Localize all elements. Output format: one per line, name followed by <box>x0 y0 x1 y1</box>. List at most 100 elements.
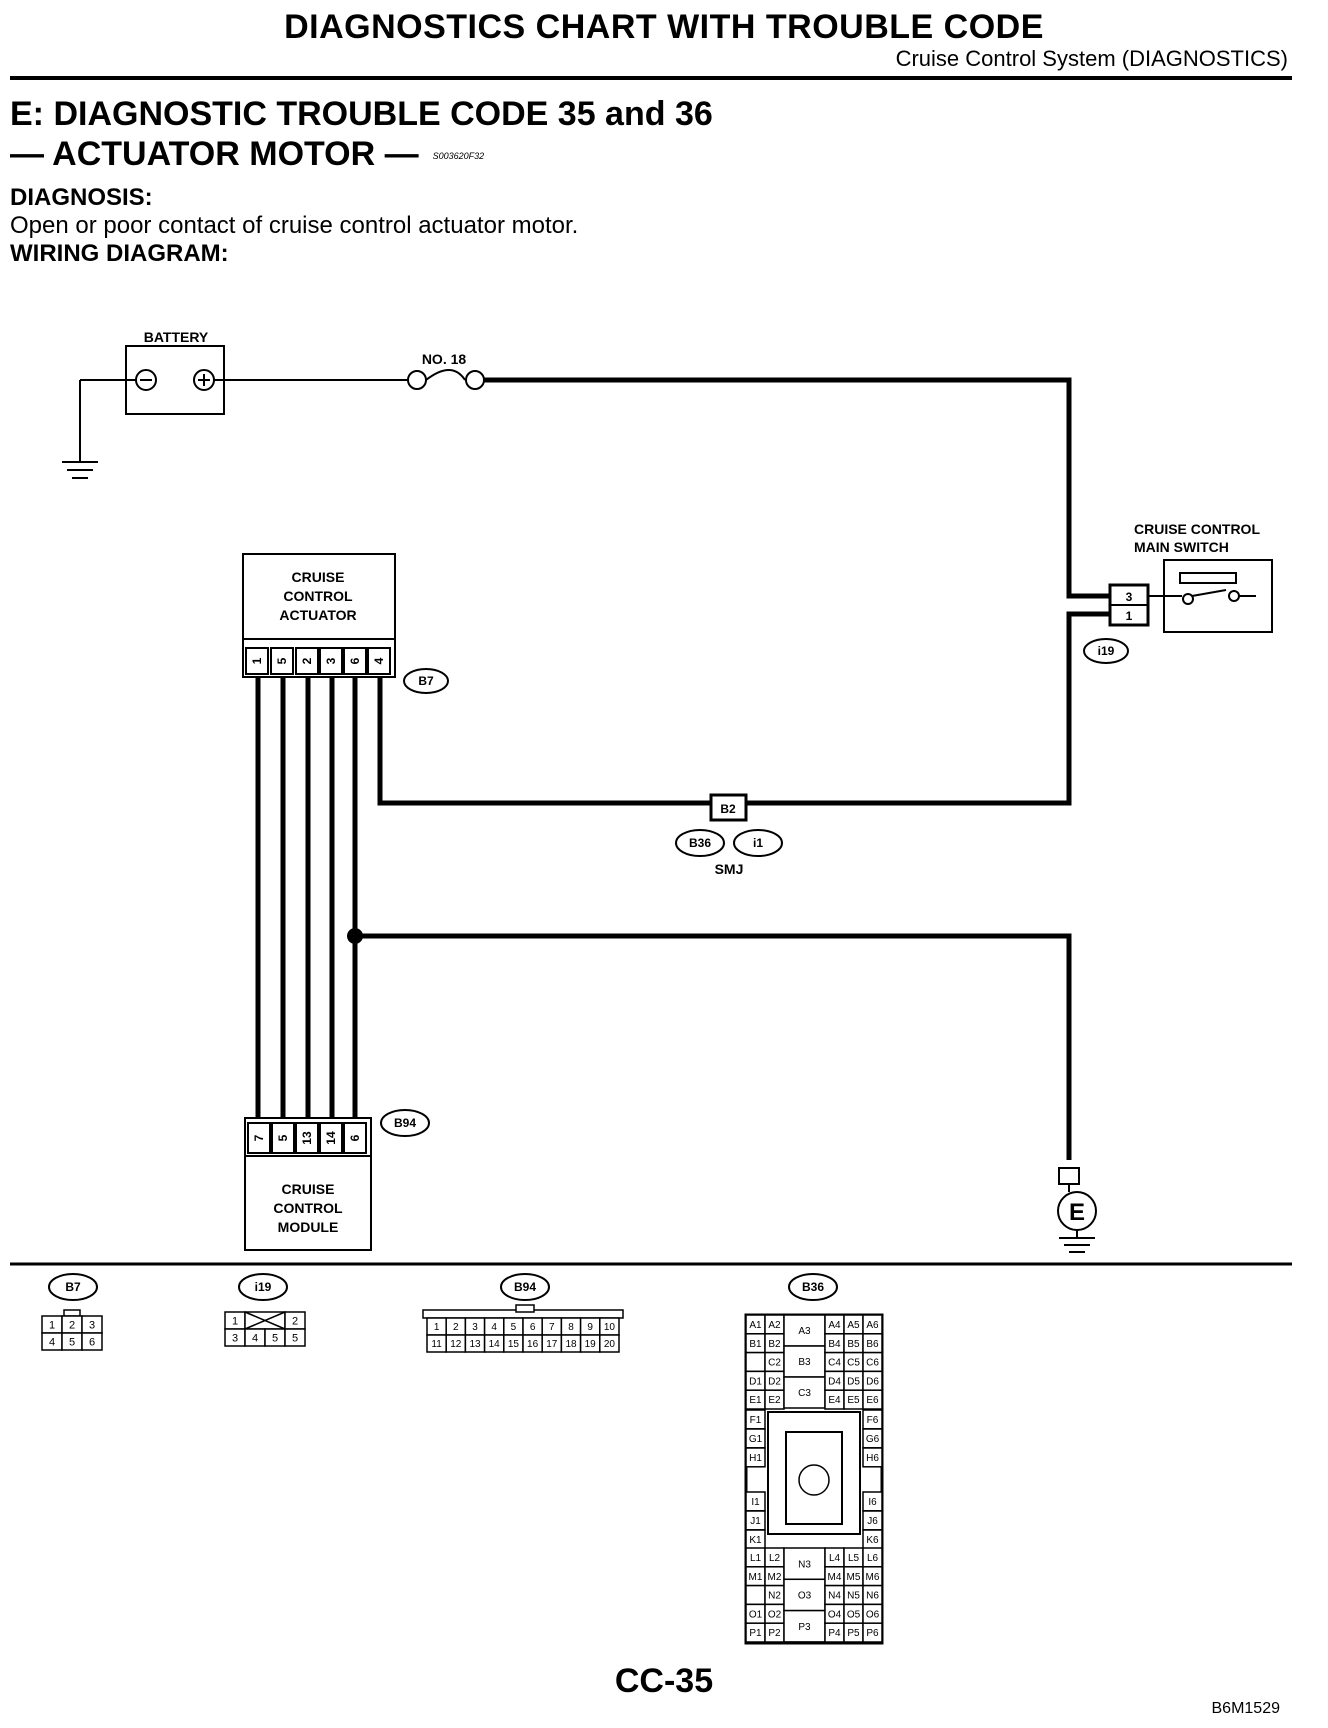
switch-pin-1: 1 <box>1126 609 1133 623</box>
face-b7-pin: 2 <box>69 1319 75 1331</box>
face-b36-pin: H6 <box>866 1453 879 1464</box>
face-b36-pin: G6 <box>866 1434 880 1445</box>
face-b94-pin: 14 <box>489 1339 501 1350</box>
face-b36-pin: M1 <box>749 1572 763 1583</box>
face-b94-pin: 11 <box>431 1339 442 1350</box>
face-b36-pin: O5 <box>847 1609 861 1620</box>
section-title-line1: E: DIAGNOSTIC TROUBLE CODE 35 and 36 <box>10 95 713 133</box>
actuator-pin-5-box <box>270 647 294 675</box>
face-b36-pin: P5 <box>847 1628 860 1639</box>
face-b36-pin: E1 <box>749 1395 762 1406</box>
module-pin-5-box <box>271 1122 295 1154</box>
face-b36-pin: N4 <box>828 1591 841 1602</box>
face-b36-pin: I6 <box>868 1497 877 1508</box>
face-b36-pin: B2 <box>768 1339 781 1350</box>
actuator-pin-3-box <box>319 647 343 675</box>
face-b94-pin: 5 <box>511 1322 517 1333</box>
face-b36-pin: E6 <box>866 1395 879 1406</box>
face-b36-pin: E2 <box>768 1395 781 1406</box>
face-b7-pin: 6 <box>89 1336 95 1348</box>
face-b36-pin: J6 <box>867 1516 878 1527</box>
face-i19-pin: 3 <box>232 1332 238 1344</box>
face-b36-lock <box>785 1431 843 1525</box>
cruise-control-module <box>244 1117 372 1251</box>
module-pin-13-box <box>295 1122 319 1154</box>
diagnosis-text: Open or poor contact of cruise control a… <box>10 212 579 239</box>
face-b7-pin: 4 <box>49 1336 55 1348</box>
splice-point <box>347 928 363 944</box>
face-b7-pin: 5 <box>69 1336 75 1348</box>
face-b36-pin: O3 <box>798 1591 812 1602</box>
section-title-text: — ACTUATOR MOTOR — <box>10 135 419 173</box>
face-i19-pin: 2 <box>292 1315 298 1327</box>
section-title-line2: — ACTUATOR MOTOR — S003620F32 <box>10 134 713 176</box>
ground-e-icon <box>1057 1167 1097 1253</box>
module-pin-7: 7 <box>252 1134 266 1141</box>
face-b36-pin: C2 <box>768 1358 781 1369</box>
face-i19-cross-b <box>244 1311 286 1330</box>
face-b36-pin: A2 <box>768 1320 781 1331</box>
face-b36-pin: L4 <box>829 1553 841 1564</box>
face-b94-pin: 10 <box>604 1322 616 1333</box>
face-b36-pin: B3 <box>798 1357 811 1368</box>
face-b36-pin: A5 <box>847 1320 860 1331</box>
actuator-pin-4: 4 <box>372 657 386 664</box>
face-b94-pin: 12 <box>450 1339 462 1350</box>
actuator-label-1: CRUISE <box>292 569 345 585</box>
face-b36-pin: C4 <box>828 1358 841 1369</box>
cruise-control-actuator <box>242 553 396 678</box>
battery <box>79 345 407 462</box>
face-b36-pin: O4 <box>828 1609 842 1620</box>
face-b36-pin: A6 <box>866 1320 879 1331</box>
face-b94-pin: 18 <box>565 1339 577 1350</box>
face-b36-pin: P6 <box>866 1628 879 1639</box>
face-b36-pin: J1 <box>750 1516 761 1527</box>
actuator-pin-6: 6 <box>348 657 362 664</box>
actuator-pin-3: 3 <box>324 657 338 664</box>
actuator-label-2: CONTROL <box>283 588 353 604</box>
face-b36-label: B36 <box>802 1280 824 1294</box>
face-b36-pin: M2 <box>768 1572 782 1583</box>
joint-label: SMJ <box>715 861 744 877</box>
face-b36-pin: B1 <box>749 1339 762 1350</box>
actuator-pin-2: 2 <box>300 657 314 664</box>
face-b36-pin: D6 <box>866 1376 879 1387</box>
face-b36-pin-cell <box>862 1447 883 1468</box>
main-switch-label-1: CRUISE CONTROL <box>1134 521 1260 537</box>
face-b7-badge <box>48 1273 98 1301</box>
face-b94-pin-cell <box>599 1334 620 1353</box>
joint-connector <box>709 793 748 822</box>
module-connector-badge <box>380 1109 430 1137</box>
face-i19-label: i19 <box>255 1280 272 1294</box>
switch-pin-3: 3 <box>1126 590 1133 604</box>
face-b94-pin: 20 <box>604 1339 616 1350</box>
face-b94-pin: 16 <box>527 1339 539 1350</box>
face-b7-key <box>63 1309 81 1317</box>
face-b36-pin: M4 <box>828 1572 842 1583</box>
face-b36-pin-cell <box>783 1376 826 1409</box>
face-b36-pin: B4 <box>828 1339 841 1350</box>
actuator-pin-1: 1 <box>250 657 264 664</box>
face-b36-pin: P1 <box>749 1628 762 1639</box>
face-b36-pin: I1 <box>751 1497 760 1508</box>
page-subtitle: Cruise Control System (DIAGNOSTICS) <box>895 46 1288 71</box>
face-b36-pin: D1 <box>749 1376 762 1387</box>
module-pin-6: 6 <box>348 1134 362 1141</box>
main-switch-label-2: MAIN SWITCH <box>1134 539 1229 555</box>
face-b36-pin: A1 <box>749 1320 762 1331</box>
module-label-1: CRUISE <box>282 1181 335 1197</box>
module-pin-13: 13 <box>300 1131 314 1145</box>
face-b36-pin-cell <box>783 1345 826 1378</box>
face-b36-pin-cell <box>783 1609 826 1643</box>
switch-connector-badge <box>1083 638 1129 664</box>
face-b94-pin: 3 <box>472 1322 478 1333</box>
face-b36-pin: F6 <box>867 1415 879 1426</box>
joint-badge-a-label: B36 <box>689 836 711 850</box>
face-b36-pin: D2 <box>768 1376 781 1387</box>
section-code: S003620F32 <box>432 151 485 162</box>
face-b36-pin: B5 <box>847 1339 860 1350</box>
face-b36-pin: L6 <box>867 1553 879 1564</box>
face-b94-badge <box>500 1273 550 1301</box>
